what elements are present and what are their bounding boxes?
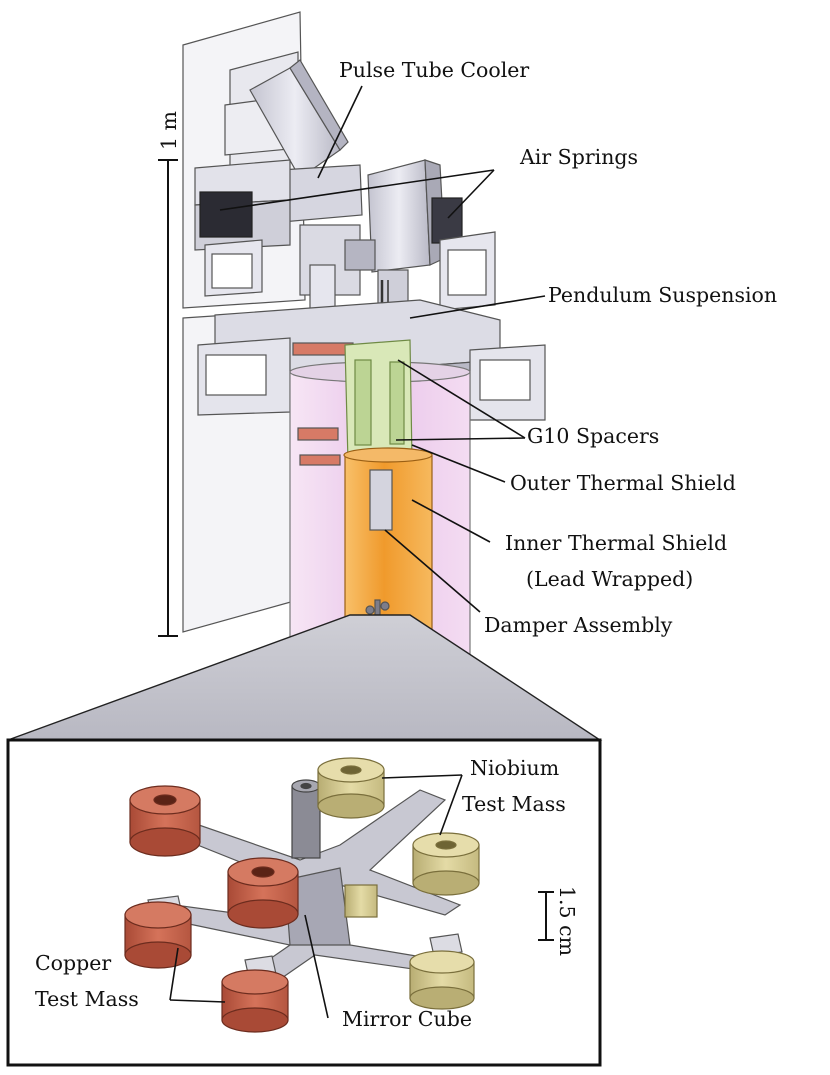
label-g10-spacers: G10 Spacers xyxy=(527,424,659,448)
copper-mass-4 xyxy=(221,969,289,1033)
niobium-mass-1 xyxy=(317,757,385,819)
niobium-test-masses xyxy=(317,757,480,1010)
inner-thermal-shield xyxy=(297,427,433,656)
label-copper-line1: Copper xyxy=(35,951,111,975)
scale-bar-1-5cm-label: 1.5 cm xyxy=(555,886,579,956)
copper-test-masses xyxy=(124,785,299,1033)
niobium-mass-3 xyxy=(344,884,378,918)
label-pulse-tube-cooler: Pulse Tube Cooler xyxy=(339,58,529,82)
label-copper-line2: Test Mass xyxy=(35,987,139,1011)
label-niobium-line2: Test Mass xyxy=(462,792,566,816)
copper-mass-3 xyxy=(124,901,192,969)
niobium-mass-2 xyxy=(412,832,480,896)
scale-bar-1m xyxy=(158,159,178,637)
mirror-cube-post xyxy=(291,779,321,859)
scale-bar-1m-label: 1 m xyxy=(157,111,181,150)
label-pendulum-suspension: Pendulum Suspension xyxy=(548,283,777,307)
cryostat-model xyxy=(182,11,546,709)
g10-spacers xyxy=(344,339,413,463)
copper-mass-2 xyxy=(227,857,299,929)
pulse-tube-cooler xyxy=(249,59,363,223)
label-niobium-line1: Niobium xyxy=(470,756,559,780)
leader-lines xyxy=(219,85,546,613)
inset-leader-lines xyxy=(169,774,463,1019)
label-mirror-cube: Mirror Cube xyxy=(342,1007,472,1031)
inset-panel: 1.5 cm Niobium Test Mass Copper Test Mas… xyxy=(6,738,602,1067)
niobium-mass-4 xyxy=(409,950,475,1010)
label-inner-thermal-shield-note: (Lead Wrapped) xyxy=(526,567,693,591)
label-outer-thermal-shield: Outer Thermal Shield xyxy=(510,471,736,495)
copper-mass-1 xyxy=(129,785,201,857)
air-spring-frame xyxy=(194,159,496,311)
scale-bar-1-5cm xyxy=(538,891,554,941)
label-air-springs: Air Springs xyxy=(519,145,638,169)
label-inner-thermal-shield: Inner Thermal Shield xyxy=(505,531,727,555)
label-damper-assembly: Damper Assembly xyxy=(484,613,673,637)
